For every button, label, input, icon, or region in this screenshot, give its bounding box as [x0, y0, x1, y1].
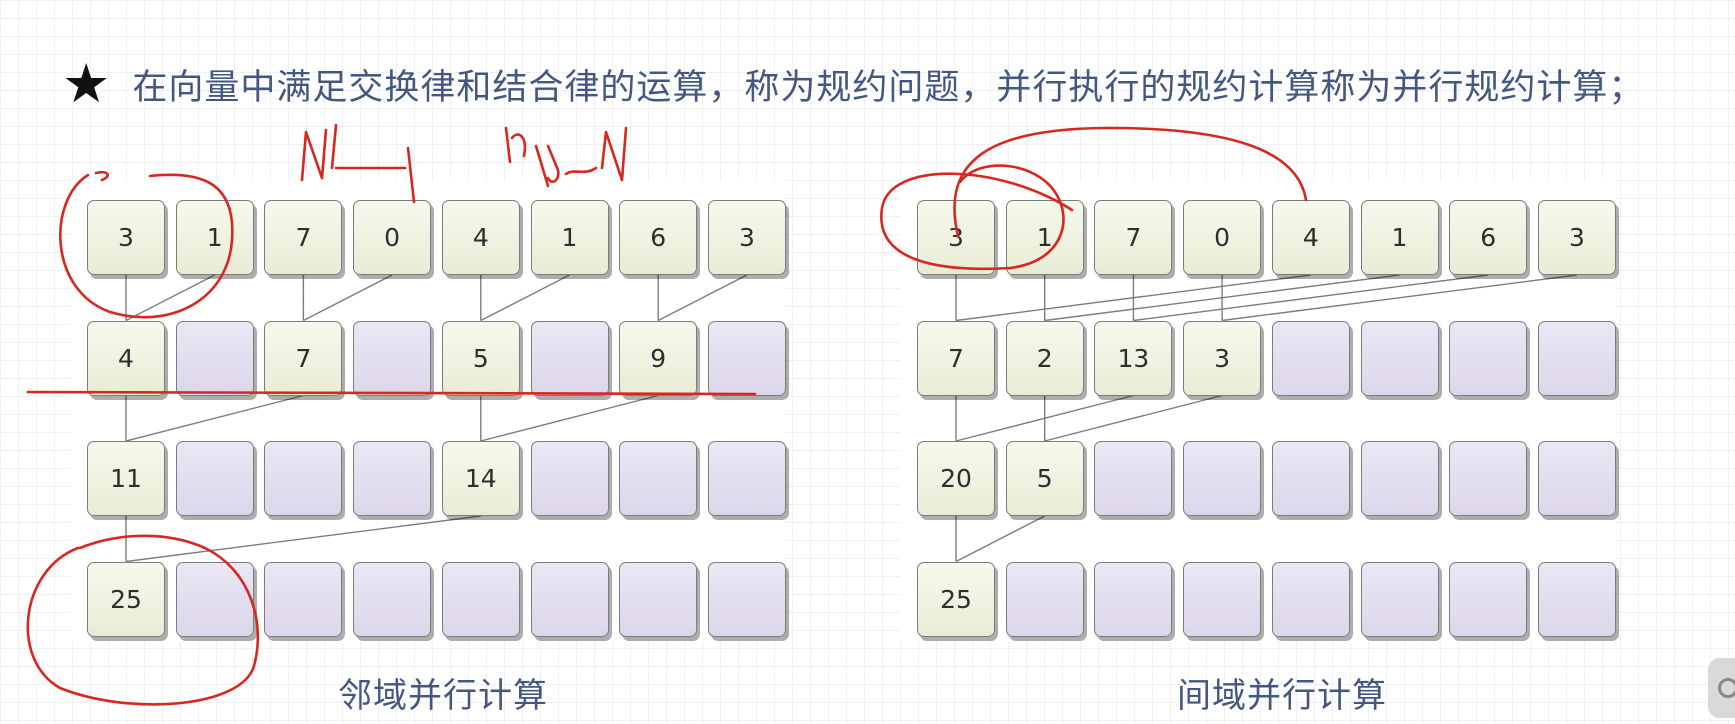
value-cell: 3 [707, 200, 786, 275]
side-panel-handle-icon[interactable] [1708, 658, 1735, 718]
value-cell: 1 [530, 200, 609, 275]
empty-cell [175, 320, 254, 396]
value-cell: 6 [619, 200, 698, 275]
empty-cell [175, 561, 254, 637]
value-cell: 3 [917, 200, 995, 275]
value-cell: 13 [1094, 320, 1173, 396]
connection-line [1133, 274, 1489, 322]
value-cell: 2 [1005, 320, 1084, 396]
empty-cell [619, 561, 698, 637]
caption-neighborhood: 邻域并行计算 [338, 676, 548, 716]
connection-line [955, 515, 1046, 563]
connection-line [480, 394, 659, 442]
ink-circle-first-pair-tail [94, 170, 109, 182]
connection-line [480, 274, 570, 322]
empty-cell [1360, 320, 1439, 396]
value-cell: 4 [441, 200, 520, 275]
value-cell: 4 [1271, 200, 1350, 275]
value-cell: 7 [264, 200, 343, 275]
empty-cell [1537, 561, 1616, 637]
star-icon: ★ [62, 52, 111, 115]
empty-cell [530, 561, 609, 637]
value-cell: 3 [1537, 200, 1616, 275]
empty-cell [264, 561, 343, 637]
value-cell: 7 [1094, 200, 1173, 275]
value-cell: 0 [1183, 200, 1262, 275]
empty-cell [1183, 561, 1262, 637]
value-cell: 5 [441, 320, 520, 396]
empty-cell [264, 441, 343, 516]
empty-cell [1449, 441, 1528, 516]
value-cell: 9 [619, 320, 698, 396]
ink-note-n-over-2-to-n [504, 126, 628, 188]
empty-cell [1449, 561, 1528, 637]
empty-cell [353, 320, 432, 396]
empty-cell [1094, 441, 1173, 516]
value-cell: 1 [175, 200, 254, 275]
empty-cell [1094, 561, 1173, 637]
value-cell: 4 [87, 320, 165, 396]
empty-cell [530, 441, 609, 516]
empty-cell [530, 320, 609, 396]
connection-line [125, 394, 304, 442]
empty-cell [707, 320, 786, 396]
empty-cell [1537, 320, 1616, 396]
headline-text: 在向量中满足交换律和结合律的运算，称为规约问题，并行执行的规约计算称为并行规约计… [132, 67, 1645, 108]
connection-line [303, 274, 393, 322]
empty-cell [1360, 561, 1439, 637]
value-cell: 5 [1005, 441, 1084, 516]
value-cell: 11 [87, 441, 165, 516]
empty-cell [1449, 320, 1528, 396]
connection-line [125, 274, 216, 322]
empty-cell [353, 441, 432, 516]
connection-line [657, 274, 748, 322]
value-cell: 14 [441, 441, 520, 516]
empty-cell [1537, 441, 1616, 516]
value-cell: 6 [1449, 200, 1528, 275]
empty-cell [1271, 320, 1350, 396]
empty-cell [619, 441, 698, 516]
value-cell: 7 [917, 320, 995, 396]
connection-lines-right [955, 274, 1577, 563]
value-cell: 1 [1005, 200, 1084, 275]
value-cell: 3 [1183, 320, 1262, 396]
connection-line [125, 515, 481, 563]
value-cell: 20 [917, 441, 995, 516]
connection-line [1222, 274, 1577, 322]
empty-cell [1005, 561, 1084, 637]
connection-line [1044, 394, 1223, 442]
value-cell: 1 [1360, 200, 1439, 275]
value-cell: 0 [353, 200, 432, 275]
empty-cell [707, 561, 786, 637]
empty-cell [441, 561, 520, 637]
empty-cell [175, 441, 254, 516]
headline: ★ 在向量中满足交换律和结合律的运算，称为规约问题，并行执行的规约计算称为并行规… [62, 52, 1644, 116]
value-cell: 7 [264, 320, 343, 396]
empty-cell [1271, 561, 1350, 637]
value-cell: 25 [917, 561, 995, 637]
caption-interleaved: 间域并行计算 [1177, 676, 1387, 716]
value-cell: 25 [87, 561, 165, 637]
empty-cell [1183, 441, 1262, 516]
empty-cell [1271, 441, 1350, 516]
value-cell: 3 [87, 200, 165, 275]
empty-cell [707, 441, 786, 516]
empty-cell [353, 561, 432, 637]
empty-cell [1360, 441, 1439, 516]
